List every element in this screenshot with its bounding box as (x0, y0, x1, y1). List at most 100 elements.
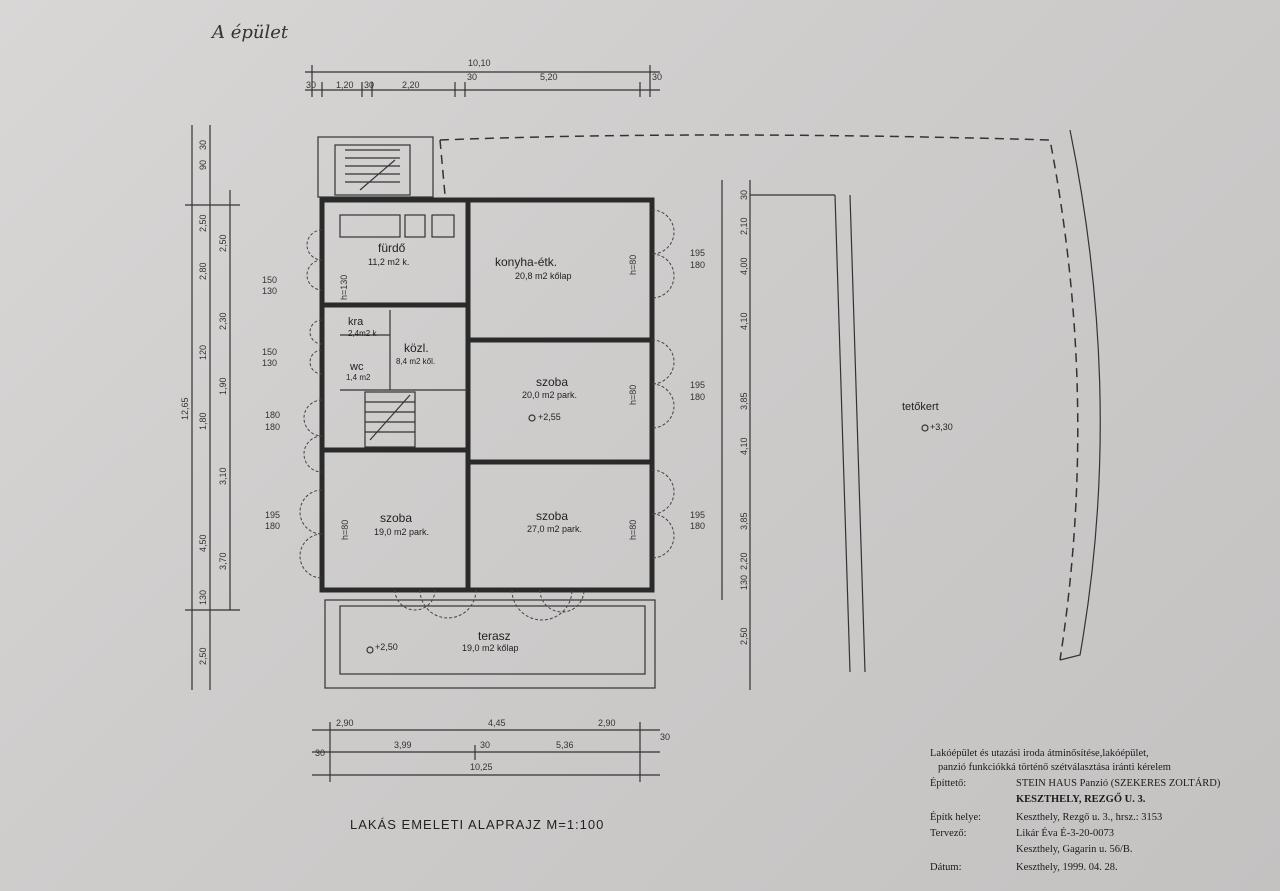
window-7-h: 180 (690, 521, 705, 531)
title-block-row-1: Építtető: STEIN HAUS Panzió (SZEKERES ZO… (930, 778, 1260, 792)
dim-right-12: 2,50 (739, 627, 749, 645)
room-kozl-name: közl. (404, 341, 429, 355)
title-block: Lakóépület és utazási iroda átminősítése… (930, 748, 1260, 878)
room-szoba-1-name: szoba (536, 375, 568, 389)
window-3-h: 180 (265, 422, 280, 432)
roof-garden-outline (439, 134, 1079, 661)
room-wc-area: 1,4 m2 (346, 373, 371, 382)
roof-garden-rail (750, 194, 866, 673)
dim-bottom-2: 4,45 (488, 718, 506, 728)
room-terasz-name: terasz (478, 629, 511, 643)
roof-garden-edge (1059, 129, 1101, 661)
level-tetokert: +3,30 (930, 422, 953, 432)
dim-bottom-8: 30 (660, 732, 670, 742)
dim-right-3: 4,00 (739, 257, 749, 275)
window-1-h: 130 (262, 286, 277, 296)
window-2-w: 150 (262, 347, 277, 357)
dim-right-9: 3,85 (739, 512, 749, 530)
window-2-h: 130 (262, 358, 277, 368)
room-kra-area: 2,4m2 k (348, 329, 377, 338)
window-7-w: 195 (690, 510, 705, 520)
dim-left-6: 2,50 (198, 214, 208, 232)
room-szoba-3-name: szoba (536, 509, 568, 523)
left-dimension-chain: 12,65 30 90 2,50 2,50 2,80 2,30 120 1,90… (180, 125, 240, 690)
room-kra-name: kra (348, 316, 364, 328)
room-furdo-area: 11,2 m2 k. (368, 257, 409, 267)
window-6-w: 195 (690, 380, 705, 390)
window-4-h: 180 (265, 521, 280, 531)
dim-top-7: 30 (652, 72, 662, 82)
title-block-intro-1: Lakóépület és utazási iroda átminősítése… (930, 748, 1149, 759)
dim-top-1: 30 (306, 80, 316, 90)
level-terasz: +2,50 (375, 642, 398, 652)
window-5-h: 180 (690, 260, 705, 270)
sill-height-4: h=80 (628, 520, 638, 540)
dim-right-6: 3,85 (739, 392, 749, 410)
room-terasz-area: 19,0 m2 kőlap (462, 643, 519, 653)
dim-right-11: 130 (739, 575, 749, 590)
sill-height-2: h=80 (628, 255, 638, 275)
title-block-row-5: Keszthely, Gagarin u. 56/B. (930, 844, 1260, 858)
dim-bottom-1: 2,90 (336, 718, 354, 728)
title-block-row-3: Építk helye: Keszthely, Rezgő u. 3., hrs… (930, 812, 1260, 826)
drawing-title: LAKÁS EMELETI ALAPRAJZ M=1:100 (350, 817, 605, 832)
title-block-key: Építk helye: (930, 812, 982, 823)
title-block-key: Dátum: (930, 862, 962, 873)
terrace-inner (339, 605, 646, 675)
window-4-w: 195 (265, 510, 280, 520)
dim-left-17: 4,50 (198, 534, 208, 552)
dim-left-14: 1,80 (198, 412, 208, 430)
dim-top-total: 10,10 (468, 58, 491, 68)
dim-bottom-4: 30 (315, 748, 325, 758)
room-szoba-2-area: 19,0 m2 park. (374, 527, 429, 537)
title-block-row-6: Dátum: Keszthely, 1999. 04. 28. (930, 862, 1260, 876)
dim-top-4: 2,20 (402, 80, 420, 90)
dim-top-2: 1,20 (336, 80, 354, 90)
dim-left-7: 2,80 (198, 262, 208, 280)
window-6-h: 180 (690, 392, 705, 402)
room-szoba-2-name: szoba (380, 511, 412, 525)
title-block-intro-2: panzió funkciókká történő szétválasztása… (938, 762, 1171, 773)
dim-right-2: 2,10 (739, 217, 749, 235)
dim-bottom-total: 10,25 (470, 762, 493, 772)
dim-left-10: 120 (198, 345, 208, 360)
dim-left-19: 130 (198, 590, 208, 605)
dim-left-16: 3,10 (218, 467, 228, 485)
level-szoba: +2,55 (538, 412, 561, 422)
dim-left-2: 90 (198, 160, 208, 170)
room-furdo-name: fürdő (378, 241, 406, 255)
bottom-dimension-chain: 2,90 4,45 2,90 30 3,99 30 5,36 30 10,25 (312, 718, 670, 782)
dim-left-12: 1,90 (218, 377, 228, 395)
window-1-w: 150 (262, 275, 277, 285)
stair-tower (317, 136, 434, 198)
dim-left-6b: 2,50 (218, 234, 228, 252)
dim-bottom-5: 3,99 (394, 740, 412, 750)
title-block-key: Tervező: (930, 828, 967, 839)
title-block-value: Keszthely, Rezgő u. 3., hrsz.: 3153 (1016, 812, 1163, 823)
dim-bottom-6: 30 (480, 740, 490, 750)
dim-left-1: 30 (198, 140, 208, 150)
dim-top-6: 5,20 (540, 72, 558, 82)
sill-height-1: h=130 (339, 275, 349, 300)
room-konyha-area: 20,8 m2 kőlap (515, 271, 572, 281)
title-block-value: Likár Éva É-3-20-0073 (1016, 828, 1114, 839)
room-szoba-3-area: 27,0 m2 park. (527, 524, 582, 534)
window-5-w: 195 (690, 248, 705, 258)
sill-height-5: h=80 (340, 520, 350, 540)
title-block-value: Keszthely, Gagarin u. 56/B. (1016, 844, 1133, 855)
dim-right-1: 30 (739, 190, 749, 200)
room-tetokert-name: tetőkert (902, 401, 939, 413)
building-walls (319, 197, 655, 593)
room-kozl-area: 8,4 m2 kől. (396, 357, 435, 366)
dim-left-9: 2,30 (218, 312, 228, 330)
dim-left-total: 12,65 (180, 397, 190, 420)
level-markers (366, 414, 929, 654)
dim-bottom-7: 5,36 (556, 740, 574, 750)
dim-left-18: 3,70 (218, 552, 228, 570)
room-wc-name: wc (349, 361, 364, 373)
dim-left-20: 2,50 (198, 647, 208, 665)
dim-right-10: 2,20 (739, 552, 749, 570)
title-block-key: Építtető: (930, 778, 967, 789)
